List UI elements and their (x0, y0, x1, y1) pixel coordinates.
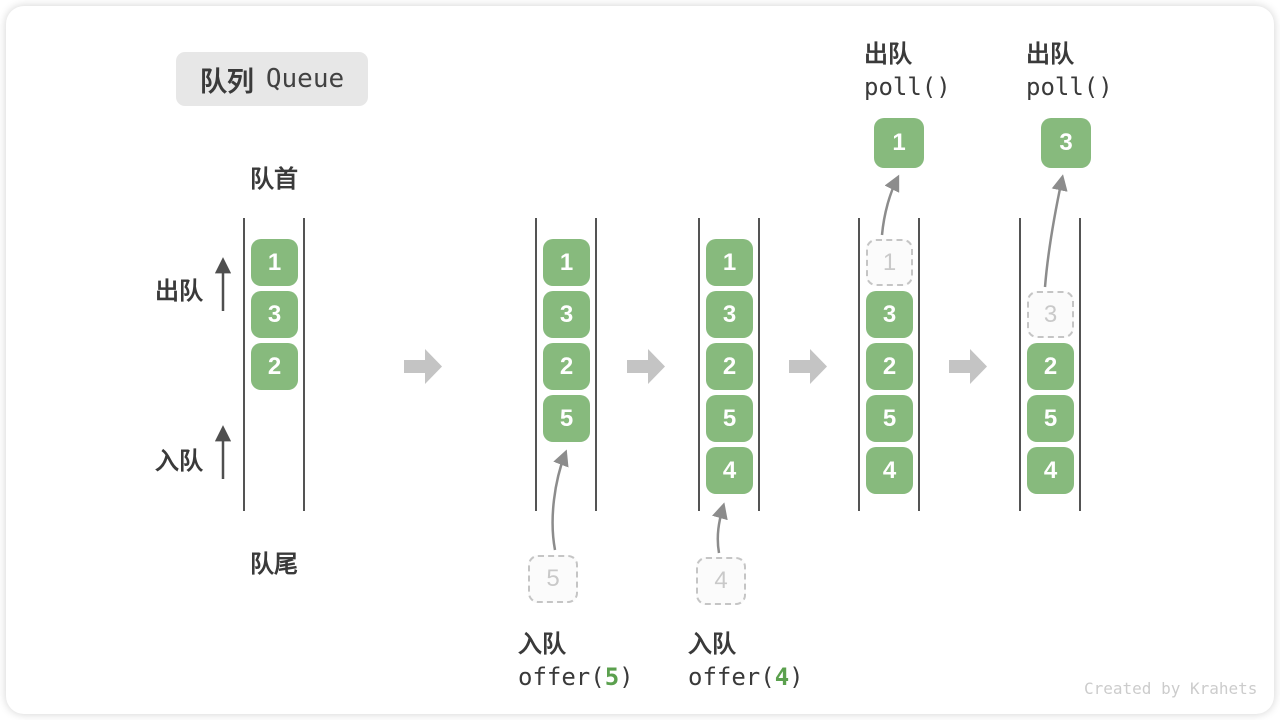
code-fn: offer( (688, 663, 775, 691)
queue-cell: 2 (543, 343, 590, 390)
op-poll-1: 出队 poll() (864, 34, 951, 101)
dequeue-side-label: 出队 (155, 278, 203, 305)
queue-cell: 2 (866, 343, 913, 390)
op-poll-2-label: 出队 (1026, 41, 1074, 68)
enqueue-curve-arrow-icon (712, 502, 728, 554)
code-fn: offer( (518, 663, 605, 691)
next-state-arrow-icon (627, 349, 665, 384)
queue-cell: 3 (866, 291, 913, 338)
queue-state-3: 1 3 2 5 4 (698, 218, 760, 511)
enqueue-side-label: 入队 (155, 448, 203, 475)
queue-wall (918, 218, 920, 511)
next-state-arrow-icon (789, 349, 827, 384)
next-state-arrow-icon (404, 349, 442, 384)
queue-cell: 5 (706, 395, 753, 442)
queue-cell: 4 (866, 447, 913, 494)
queue-state-1: 1 3 2 (243, 218, 305, 511)
op-poll-2-code: poll() (1026, 73, 1113, 101)
op-offer-5: 入队 offer(5) (518, 624, 634, 691)
removed-queue-cell: 3 (1027, 291, 1074, 338)
queue-wall (303, 218, 305, 511)
polled-value-cell: 3 (1041, 118, 1091, 168)
queue-front-label: 队首 (250, 166, 298, 193)
op-poll-2: 出队 poll() (1026, 34, 1113, 101)
queue-cell: 1 (706, 239, 753, 286)
queue-rear-label: 队尾 (250, 551, 298, 578)
queue-wall (1019, 218, 1021, 511)
queue-cell: 4 (1027, 447, 1074, 494)
pending-enqueue-cell: 4 (696, 557, 746, 605)
next-state-arrow-icon (949, 349, 987, 384)
watermark: Created by Krahets (1084, 679, 1258, 698)
polled-value-cell: 1 (874, 118, 924, 168)
op-offer-5-code: offer(5) (518, 663, 634, 691)
queue-cell: 3 (251, 291, 298, 338)
code-arg: 4 (774, 663, 790, 691)
pending-enqueue-cell: 5 (528, 555, 578, 603)
queue-cell: 3 (706, 291, 753, 338)
code-arg: 5 (604, 663, 620, 691)
queue-cell: 2 (1027, 343, 1074, 390)
queue-wall (758, 218, 760, 511)
op-offer-4-label: 入队 (688, 631, 736, 658)
queue-cell: 3 (543, 291, 590, 338)
queue-wall (243, 218, 245, 511)
queue-cell: 1 (251, 239, 298, 286)
diagram-card: 队列 Queue 队首 队尾 出队 入队 1 3 2 1 3 2 5 5 1 3… (6, 6, 1274, 714)
queue-wall (858, 218, 860, 511)
arrows-overlay (214, 174, 1068, 554)
queue-state-2: 1 3 2 5 (535, 218, 597, 511)
queue-cell: 5 (1027, 395, 1074, 442)
queue-cell: 5 (543, 395, 590, 442)
op-poll-1-label: 出队 (864, 41, 912, 68)
title-en: Queue (265, 64, 345, 94)
op-offer-4-code: offer(4) (688, 663, 804, 691)
queue-wall (595, 218, 597, 511)
queue-state-4: 1 3 2 5 4 (858, 218, 920, 511)
op-offer-5-label: 入队 (518, 631, 566, 658)
queue-cell: 4 (706, 447, 753, 494)
queue-wall (698, 218, 700, 511)
queue-cell: 5 (866, 395, 913, 442)
queue-wall (535, 218, 537, 511)
removed-queue-cell: 1 (866, 239, 913, 286)
op-poll-1-code: poll() (864, 73, 951, 101)
queue-cell: 1 (543, 239, 590, 286)
queue-wall (1079, 218, 1081, 511)
title-chip: 队列 Queue (176, 52, 368, 106)
queue-cell: 2 (706, 343, 753, 390)
queue-cell: 2 (251, 343, 298, 390)
code-close: ) (619, 663, 634, 691)
title-zh: 队列 (199, 66, 254, 97)
op-offer-4: 入队 offer(4) (688, 624, 804, 691)
queue-state-5: 3 2 5 4 (1019, 218, 1081, 511)
code-close: ) (789, 663, 804, 691)
